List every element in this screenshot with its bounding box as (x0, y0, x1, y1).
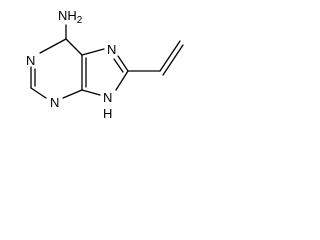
bond-c8-n9 (115, 70, 129, 91)
amine-label-main: NH (58, 8, 77, 23)
bond-vinyl-double (159, 40, 181, 72)
atom-n9: N (103, 90, 112, 105)
amine-label-subscript: 2 (77, 15, 83, 26)
bond-n9-c4 (81, 89, 101, 96)
bond-c5-n7 (81, 48, 105, 56)
bond-c5-c6 (65, 38, 83, 56)
bond-n3-c4 (62, 89, 83, 99)
bond-n7-c8 (117, 55, 129, 72)
bond-c2-n3 (30, 87, 47, 99)
bond-n7-c8-inner (113, 58, 124, 73)
structure-diagram: NH2 N N N N H (26, 8, 184, 121)
atom-n7: N (107, 42, 116, 57)
amine-label: NH2 (58, 8, 83, 26)
atom-n1: N (26, 53, 35, 68)
bond-c6-n1 (39, 38, 67, 54)
atom-n9-hydrogen: H (103, 106, 112, 121)
atom-n3: N (50, 95, 59, 110)
bond-vinyl-double-inner (162, 44, 184, 76)
